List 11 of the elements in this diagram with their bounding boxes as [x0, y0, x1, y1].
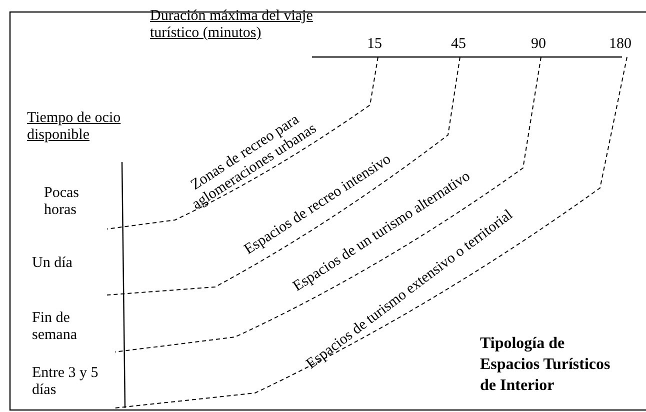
row-label: Entre 3 y 5 días — [32, 365, 100, 399]
axis-title: Duración máxima del viaje turístico (minutos) — [150, 8, 314, 42]
tick-label: 45 — [451, 36, 466, 53]
tick-label: 90 — [531, 36, 546, 53]
tick-label: 15 — [367, 36, 382, 53]
axis-title: Tiempo de ocio disponible — [27, 110, 122, 144]
row-label: Fin de semana — [32, 310, 78, 344]
diagram-title: Tipología de Espacios Turísticos de Interior — [480, 334, 612, 396]
tick-label: 180 — [609, 36, 632, 53]
row-label: Pocas horas — [44, 185, 80, 219]
row-label: Un día — [32, 255, 72, 272]
